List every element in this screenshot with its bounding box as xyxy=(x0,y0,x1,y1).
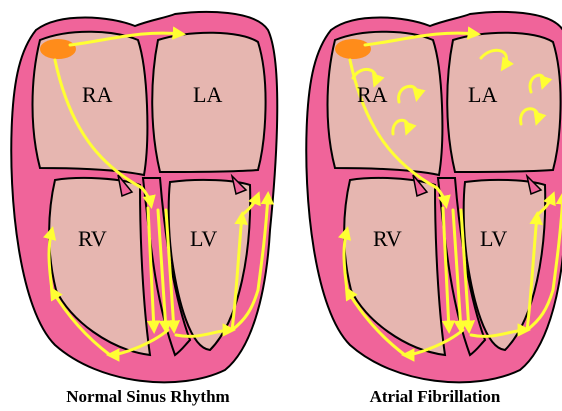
sa-node-icon xyxy=(40,39,76,59)
caption-afib: Atrial Fibrillation xyxy=(370,387,501,406)
label-la: LA xyxy=(193,82,222,107)
label-lv: LV xyxy=(480,226,507,251)
label-la: LA xyxy=(468,82,497,107)
caption-normal: Normal Sinus Rhythm xyxy=(66,387,229,406)
label-ra: RA xyxy=(357,82,388,107)
heart-illustration xyxy=(306,12,562,382)
normal-sinus-rhythm-panel: RA LA RV LV Normal Sinus Rhythm xyxy=(11,12,277,406)
atrial-fibrillation-panel: RA LA RV LV Atrial Fibrillation xyxy=(306,12,562,406)
label-rv: RV xyxy=(373,226,402,251)
sa-node-icon xyxy=(335,39,371,59)
label-lv: LV xyxy=(190,226,217,251)
label-rv: RV xyxy=(78,226,107,251)
label-ra: RA xyxy=(82,82,113,107)
